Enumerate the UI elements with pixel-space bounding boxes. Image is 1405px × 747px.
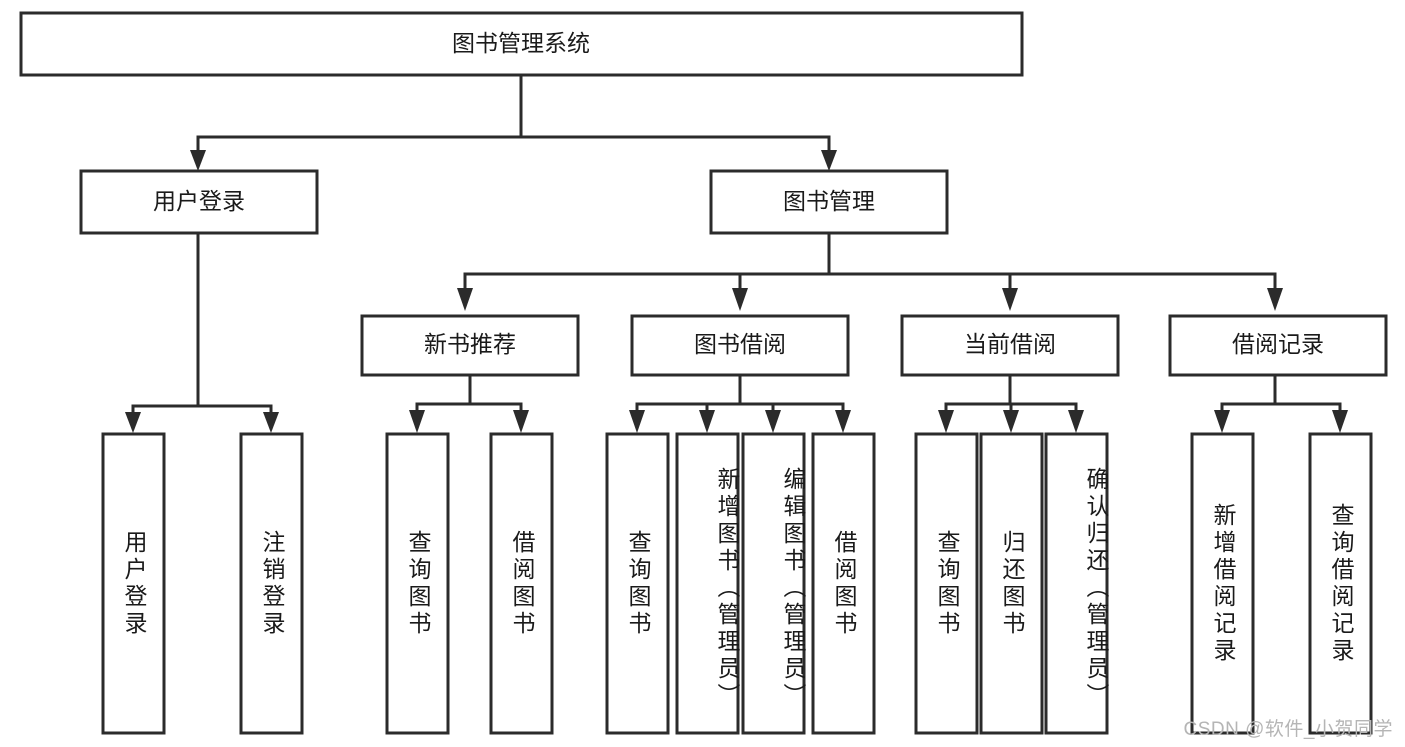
arrow-head-icon [629,410,645,433]
node-borrow-record-label: 借阅记录 [1232,331,1324,357]
node-new-book-rec[interactable]: 新书推荐 [360,314,580,377]
arrow-head-icon [835,410,851,433]
arrow-head-icon [513,410,529,433]
connector-userlogin-to-leaves [125,231,279,433]
arrow-head-icon [821,150,837,171]
node-root[interactable]: 图书管理系统 [19,11,1024,77]
node-book-borrow[interactable]: 图书借阅 [630,314,850,377]
node-user-login[interactable]: 用户登录 [79,169,319,235]
connector-newbookrec-to-leaves [409,373,529,433]
connector-root-to-level2 [190,73,837,171]
node-new-book-rec-label: 新书推荐 [424,331,516,357]
connector-currentborrow-to-leaves [938,373,1084,433]
arrow-head-icon [699,410,715,433]
leaf-box-logout-login [239,432,304,735]
leaf-boxes-borrow-record[interactable] [1190,432,1373,735]
node-current-borrow[interactable]: 当前借阅 [900,314,1120,377]
leaf-box-user-login [101,432,166,735]
arrow-head-icon [125,412,141,433]
leaf-box-borrow-book-2 [811,432,876,735]
node-book-manage-label: 图书管理 [783,188,875,214]
arrow-head-icon [1267,288,1283,311]
arrow-head-icon [409,410,425,433]
leaf-boxes-new-book-rec[interactable] [385,432,554,735]
csdn-watermark: CSDN @软件_小贺同学 [1183,719,1393,740]
leaf-box-query-book-2 [605,432,670,735]
leaf-box-query-book-3 [914,432,979,735]
leaf-boxes-current-borrow[interactable] [914,432,1109,735]
leaf-box-query-record [1308,432,1373,735]
leaf-boxes-user-login[interactable] [101,432,304,735]
arrow-head-icon [1068,410,1084,433]
arrow-head-icon [765,410,781,433]
arrow-head-icon [263,412,279,433]
leaf-box-edit-book [741,432,806,735]
connector-bookmanage-to-level3 [457,231,1283,311]
leaf-box-add-book [675,432,740,735]
leaf-box-add-record [1190,432,1255,735]
node-root-label: 图书管理系统 [452,30,590,56]
arrow-head-icon [1003,410,1019,433]
arrow-head-icon [1002,288,1018,311]
arrow-head-icon [190,150,206,171]
arrow-head-icon [732,288,748,311]
connector-borrowrecord-to-leaves [1214,373,1348,433]
leaf-box-confirm-return [1044,432,1109,735]
arrow-head-icon [1214,410,1230,433]
arrow-head-icon [1332,410,1348,433]
leaf-box-return-book [979,432,1044,735]
node-user-login-label: 用户登录 [153,188,245,214]
node-current-borrow-label: 当前借阅 [964,331,1056,357]
node-borrow-record[interactable]: 借阅记录 [1168,314,1388,377]
leaf-box-query-book-1 [385,432,450,735]
node-book-borrow-label: 图书借阅 [694,331,786,357]
leaf-boxes-book-borrow[interactable] [605,432,876,735]
leaf-box-borrow-book-1 [489,432,554,735]
node-book-manage[interactable]: 图书管理 [709,169,949,235]
connector-bookborrow-to-leaves [629,373,851,433]
arrow-head-icon [457,288,473,311]
arrow-head-icon [938,410,954,433]
